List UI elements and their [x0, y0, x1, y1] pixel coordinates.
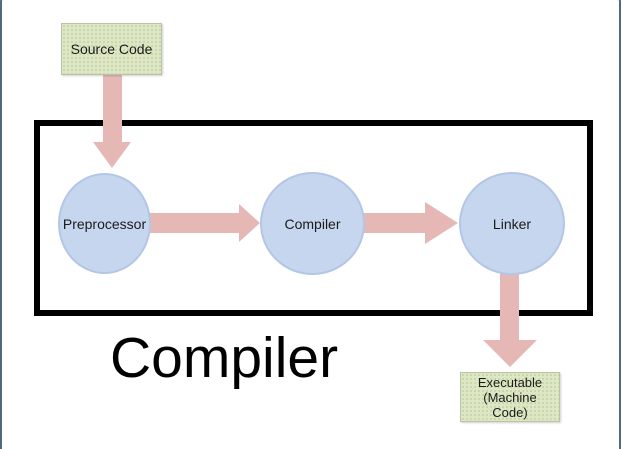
arrow-linker-to-executable: [500, 272, 519, 341]
executable-node: Executable (Machine Code): [460, 372, 560, 422]
compiler-group-box: [34, 120, 593, 316]
executable-label: Executable (Machine Code): [477, 374, 543, 420]
compiler-node: Compiler: [260, 172, 365, 275]
arrow-source-to-preprocessor: [103, 73, 122, 142]
arrow-down-icon: [93, 142, 131, 168]
linker-node: Linker: [459, 172, 565, 275]
arrow-right-icon: [425, 202, 458, 244]
compiler-node-label: Compiler: [284, 215, 341, 232]
source-code-node: Source Code: [61, 23, 162, 75]
arrow-preprocessor-to-compiler: [149, 213, 240, 233]
arrow-compiler-to-linker: [362, 213, 426, 233]
linker-label: Linker: [492, 215, 532, 232]
preprocessor-node: Preprocessor: [58, 173, 151, 274]
compiler-group-label: Compiler: [110, 326, 339, 390]
source-code-label: Source Code: [70, 41, 153, 57]
preprocessor-label: Preprocessor: [62, 215, 147, 232]
arrow-right-icon: [239, 204, 260, 242]
arrow-down-icon: [483, 340, 537, 367]
